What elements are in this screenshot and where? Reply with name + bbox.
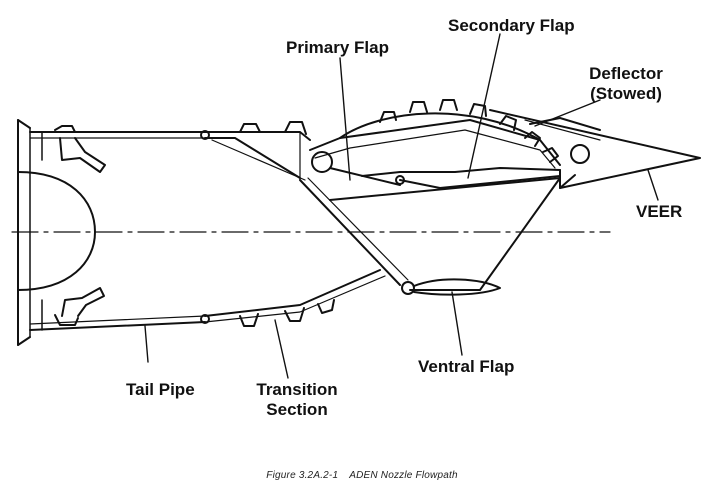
leader-lines (144, 33, 659, 379)
label-tail-pipe: Tail Pipe (126, 380, 195, 399)
label-transition-section: Transition Section (242, 380, 352, 420)
secondary-flap (339, 99, 559, 163)
tail-pipe (29, 125, 210, 331)
deflector-veer (489, 109, 701, 189)
label-transition-line2: Section (266, 400, 328, 419)
transition-section (204, 121, 386, 327)
figure-title: ADEN Nozzle Flowpath (349, 470, 458, 481)
label-veer: VEER (636, 202, 683, 221)
label-secondary-flap: Secondary Flap (448, 16, 575, 35)
label-deflector-line2: (Stowed) (590, 84, 662, 103)
centerbody (17, 171, 96, 291)
ventral-flap-assembly (299, 177, 561, 296)
label-deflector-line1: Deflector (589, 64, 663, 83)
figure-caption: Figure 3.2A.2-1 ADEN Nozzle Flowpath (0, 470, 724, 481)
figure-number: Figure 3.2A.2-1 (266, 470, 339, 481)
label-primary-flap: Primary Flap (286, 38, 389, 57)
label-deflector: Deflector (Stowed) (580, 64, 672, 104)
label-ventral-flap: Ventral Flap (418, 357, 515, 376)
label-transition-line1: Transition (256, 380, 338, 399)
primary-flap (309, 119, 561, 189)
